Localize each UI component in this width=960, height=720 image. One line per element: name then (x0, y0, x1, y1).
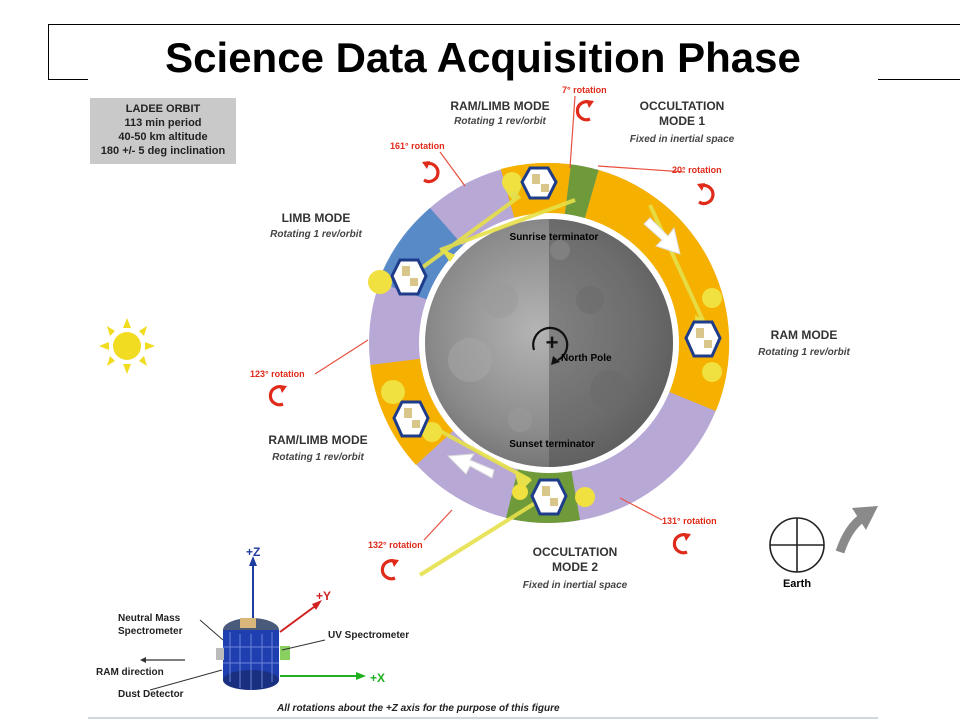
mode-ram-limb-bottom-sub: Rotating 1 rev/orbit (272, 452, 364, 463)
ram-direction-label: RAM direction (96, 667, 164, 678)
rotation-leader-lines (314, 95, 686, 541)
orbit-ring (369, 162, 730, 523)
orbit-line: 180 +/- 5 deg inclination (100, 145, 226, 157)
axis-y-label: +Y (316, 589, 331, 603)
occultation-1-sector (549, 164, 599, 343)
rotation-icons (268, 100, 715, 581)
bottom-divider (88, 717, 878, 719)
rotation-label-7: 7° rotation (562, 85, 607, 95)
mode-occultation-2-line1: OCCULTATION (533, 545, 618, 559)
uv-spectrometer-label: UV Spectrometer (328, 630, 409, 641)
limb-mode-sector (378, 208, 549, 343)
orbit-line: 113 min period (124, 117, 202, 129)
sun-icon (99, 318, 155, 374)
earth-rotation-arrow-icon (835, 506, 878, 554)
spacecraft-ram-limb-bottom (381, 380, 442, 442)
mode-ram-limb-top-name: RAM/LIMB MODE (450, 99, 549, 113)
ladee-orbit-box: LADEE ORBIT 113 min period 40-50 km alti… (90, 98, 236, 164)
rotation-icon-heads (279, 100, 705, 567)
mode-limb-name: LIMB MODE (282, 211, 351, 225)
mode-limb-sub: Rotating 1 rev/orbit (270, 229, 362, 240)
rotation-label-132: 132° rotation (368, 540, 423, 550)
rotation-icon-161 (423, 161, 440, 184)
orbit-heading: LADEE ORBIT (125, 103, 201, 115)
mode-ram-sub: Rotating 1 rev/orbit (758, 347, 850, 358)
nms-label-line2: Spectrometer (118, 626, 183, 637)
ram-limb-bottom-sector (370, 343, 549, 465)
ram-limb-top-sector (500, 162, 571, 343)
mode-occultation-2-sub: Fixed in inertial space (523, 580, 628, 591)
moon (425, 219, 673, 467)
rotation-label-123: 123° rotation (250, 369, 305, 379)
ram-mode-sector (549, 170, 730, 411)
spacecraft-top (502, 166, 558, 200)
mode-ram-name: RAM MODE (771, 328, 838, 342)
dust-detector-label: Dust Detector (118, 689, 184, 700)
rotation-label-161: 161° rotation (390, 141, 445, 151)
spacecraft-ram (684, 288, 722, 382)
footnote: All rotations about the +Z axis for the … (276, 703, 560, 714)
spacecraft-detail (140, 556, 366, 691)
rotation-icon-20 (698, 183, 715, 206)
nms-label-line1: Neutral Mass (118, 613, 181, 624)
beam-arrowheads (440, 186, 712, 492)
mode-occultation-1-sub: Fixed in inertial space (630, 134, 735, 145)
earth-icon (769, 517, 825, 573)
mode-ram-limb-top-sub: Rotating 1 rev/orbit (454, 116, 546, 127)
north-pole-label: North Pole (561, 353, 612, 364)
rotation-label-131: 131° rotation (662, 516, 717, 526)
rotation-icon-131 (672, 533, 689, 555)
rotation-icon-123 (268, 385, 285, 407)
sunset-terminator-label: Sunset terminator (509, 439, 595, 450)
orbit-line: 40-50 km altitude (118, 131, 208, 143)
mode-occultation-1-line1: OCCULTATION (640, 99, 725, 113)
earth-label: Earth (783, 578, 811, 590)
axis-x-label: +X (370, 671, 385, 685)
rotation-label-20: 20° rotation (672, 165, 722, 175)
spacecraft-occultation-2 (512, 478, 595, 516)
spacecraft-limb (368, 258, 428, 296)
axis-z-label: +Z (246, 545, 260, 559)
mode-occultation-1-line2: MODE 1 (659, 114, 705, 128)
rotation-icon-132 (380, 559, 397, 581)
rotation-icon-7 (575, 100, 592, 122)
north-pole-mark: + (546, 330, 559, 355)
occultation-2-sector (506, 343, 580, 523)
sunrise-terminator-label: Sunrise terminator (510, 232, 599, 243)
mode-occultation-2-line2: MODE 2 (552, 560, 598, 574)
mode-ram-limb-bottom-name: RAM/LIMB MODE (268, 433, 367, 447)
orbit-direction-arrows (446, 217, 681, 479)
page-title: Science Data Acquisition Phase (88, 32, 878, 84)
instrument-beams (410, 194, 707, 577)
